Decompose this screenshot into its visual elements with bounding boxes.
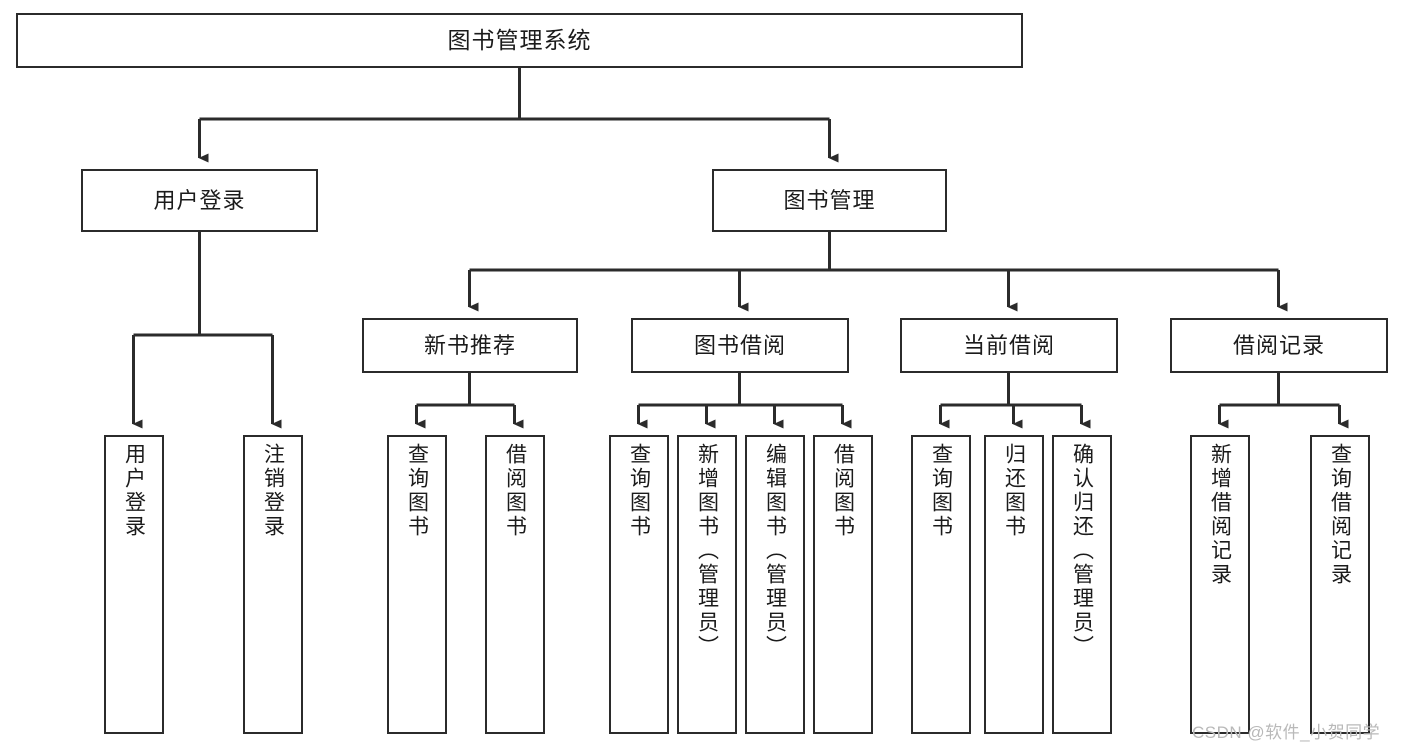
node-leaf-add-record[interactable]: 新增借阅记录 [1190, 435, 1250, 734]
node-label: 借阅图书 [503, 443, 527, 539]
node-leaf-query-book-3[interactable]: 查询图书 [911, 435, 971, 734]
node-label: 图书管理系统 [447, 26, 592, 53]
node-label: 查询图书 [627, 443, 651, 539]
node-label: 新增借阅记录 [1208, 443, 1232, 587]
node-current-borrow[interactable]: 当前借阅 [900, 318, 1118, 373]
node-leaf-user-login[interactable]: 用户登录 [104, 435, 164, 734]
node-label: 图书管理 [783, 187, 876, 213]
node-leaf-query-book-1[interactable]: 查询图书 [387, 435, 447, 734]
node-leaf-query-record[interactable]: 查询借阅记录 [1310, 435, 1370, 734]
node-label: 查询借阅记录 [1328, 443, 1352, 587]
node-user-login[interactable]: 用户登录 [81, 169, 318, 232]
node-label: 确认归还（管理员） [1070, 443, 1094, 659]
node-label: 图书借阅 [693, 332, 786, 358]
node-label: 借阅记录 [1232, 332, 1325, 358]
node-leaf-borrow-book-1[interactable]: 借阅图书 [485, 435, 545, 734]
node-leaf-query-book-2[interactable]: 查询图书 [609, 435, 669, 734]
node-new-book-recommend[interactable]: 新书推荐 [362, 318, 578, 373]
node-label: 归还图书 [1002, 443, 1026, 539]
node-leaf-return-book[interactable]: 归还图书 [984, 435, 1044, 734]
node-book-manage[interactable]: 图书管理 [712, 169, 947, 232]
node-label: 用户登录 [153, 187, 246, 213]
node-book-borrow[interactable]: 图书借阅 [631, 318, 849, 373]
node-label: 查询图书 [405, 443, 429, 539]
node-label: 用户登录 [122, 443, 146, 539]
node-leaf-logout[interactable]: 注销登录 [243, 435, 303, 734]
node-borrow-record[interactable]: 借阅记录 [1170, 318, 1388, 373]
node-label: 借阅图书 [831, 443, 855, 539]
node-root-system[interactable]: 图书管理系统 [16, 13, 1023, 68]
node-label: 注销登录 [261, 443, 285, 539]
node-leaf-borrow-book-2[interactable]: 借阅图书 [813, 435, 873, 734]
node-label: 查询图书 [929, 443, 953, 539]
node-label: 新书推荐 [423, 332, 516, 358]
node-label: 当前借阅 [962, 332, 1055, 358]
node-leaf-edit-book[interactable]: 编辑图书（管理员） [745, 435, 805, 734]
node-leaf-confirm-return[interactable]: 确认归还（管理员） [1052, 435, 1112, 734]
node-leaf-add-book[interactable]: 新增图书（管理员） [677, 435, 737, 734]
node-label: 编辑图书（管理员） [763, 443, 787, 659]
node-label: 新增图书（管理员） [695, 443, 719, 659]
csdn-watermark: CSDN @软件_小贺同学 [1192, 723, 1381, 742]
